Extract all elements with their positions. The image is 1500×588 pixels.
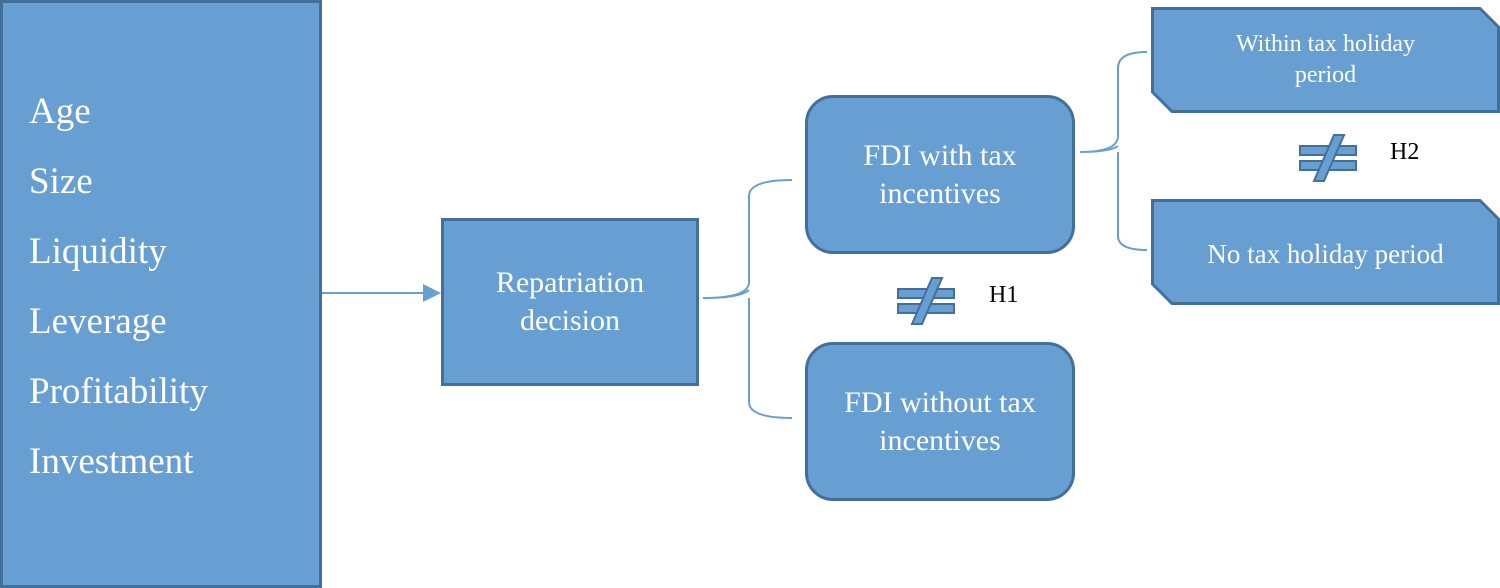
fdi-without-incentives-label: FDI without tax incentives [844, 385, 1036, 457]
fdi-with-incentives-box: FDI with tax incentives [805, 95, 1075, 254]
hypothesis-h2-label: H2 [1390, 139, 1420, 165]
fdi-with-incentives-label: FDI with tax incentives [863, 138, 1017, 210]
fdi-without-incentives-box: FDI without tax incentives [805, 342, 1075, 501]
no-tax-holiday-shape [1151, 199, 1500, 305]
factor-leverage: Leverage [29, 301, 167, 342]
within-tax-holiday-label: Within tax holiday period [1235, 31, 1415, 88]
within-tax-holiday-shape [1151, 7, 1500, 113]
repatriation-decision-box: Repatriation decision [441, 218, 699, 386]
factor-list: Age Size Liquidity Leverage Profitabilit… [29, 77, 208, 497]
firm-factors-box: Age Size Liquidity Leverage Profitabilit… [0, 0, 322, 588]
no-tax-holiday-box: No tax holiday period [1151, 199, 1500, 305]
factor-age: Age [29, 91, 91, 132]
within-tax-holiday-box: Within tax holiday period [1151, 7, 1500, 113]
not-equal-icon [897, 277, 955, 325]
factor-profitability: Profitability [29, 371, 208, 412]
decision-brace [702, 179, 793, 419]
repatriation-decision-label: Repatriation decision [495, 266, 645, 337]
arrowhead-icon [423, 284, 441, 302]
no-tax-holiday-label: No tax holiday period [1207, 239, 1444, 269]
factor-investment: Investment [29, 441, 194, 482]
fdi-brace [1079, 51, 1148, 251]
factor-size: Size [29, 161, 93, 202]
factor-liquidity: Liquidity [29, 231, 167, 272]
not-equal-icon [1299, 134, 1357, 182]
hypothesis-h1-label: H1 [989, 282, 1019, 308]
